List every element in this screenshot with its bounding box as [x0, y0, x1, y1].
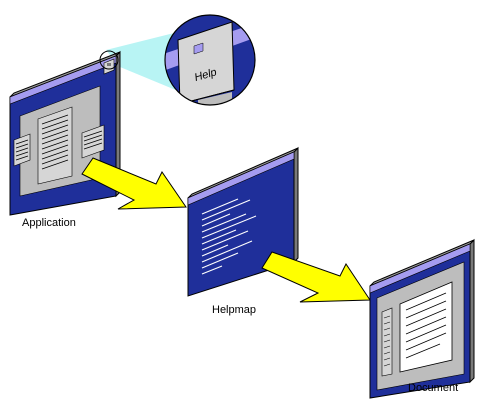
help-button-label: Help	[193, 66, 218, 84]
arrow-icon	[81, 157, 187, 210]
application-label: Application	[22, 217, 76, 229]
help-button-highlight	[99, 50, 119, 70]
application-window-icon	[9, 50, 121, 216]
document-window-icon	[369, 238, 475, 399]
document-label: Document	[408, 382, 458, 394]
helpmap-label: Helpmap	[212, 304, 256, 316]
help-magnifier-icon: Help	[164, 14, 256, 106]
arrow-icon	[261, 251, 371, 303]
